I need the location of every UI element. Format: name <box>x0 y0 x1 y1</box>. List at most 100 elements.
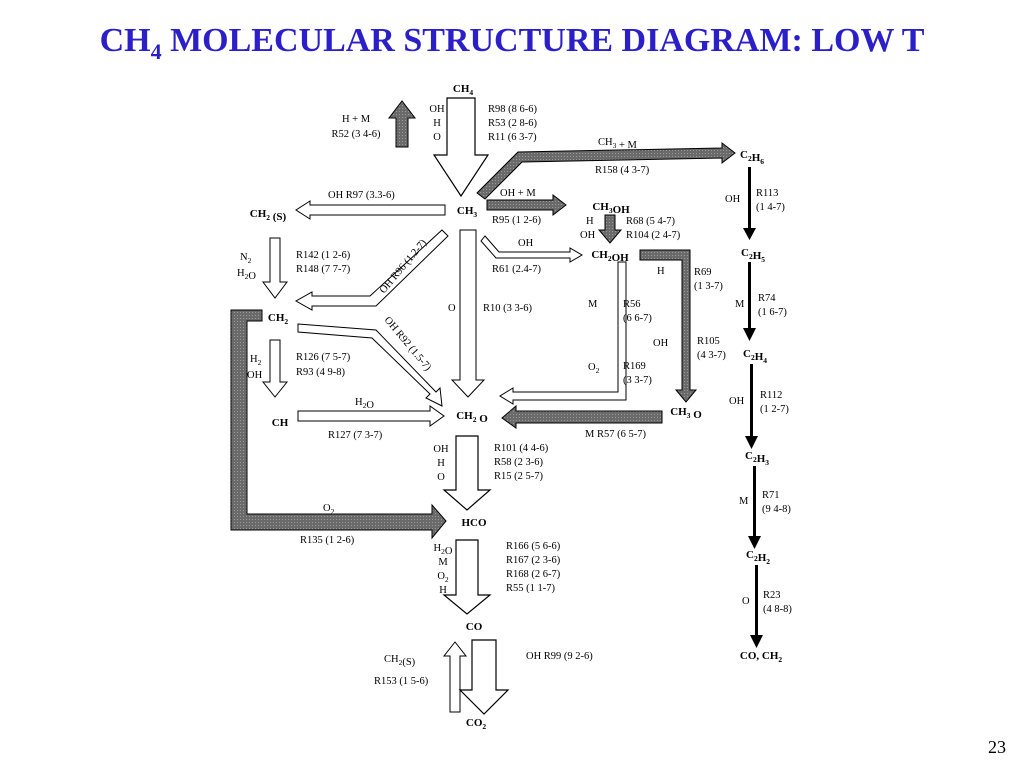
label-hco-rate: R168 (2 6-7) <box>506 569 561 580</box>
label-hco-reactant: H <box>439 585 447 596</box>
arrow-ch3-ch2 <box>294 229 449 311</box>
species-ch3oh: CH3OH <box>592 201 630 216</box>
arrow-co2-co <box>442 641 468 713</box>
label-hco-rate: R55 (1 1-7) <box>506 583 555 594</box>
title-rest: MOLECULAR STRUCTURE DIAGRAM: LOW T <box>161 22 925 59</box>
label-r69: R69 <box>694 267 712 278</box>
species-ch2oh: CH2OH <box>591 249 629 264</box>
species-c2h6: C2H6 <box>740 149 764 166</box>
label-r112: R112 <box>760 390 782 401</box>
species-co2: CO2 <box>466 717 487 731</box>
slide-title: CH4 MOLECULAR STRUCTURE DIAGRAM: LOW T <box>0 22 1024 65</box>
label-r23: (4 8-8) <box>763 604 792 615</box>
label-ch2o-rate: R15 (2 5-7) <box>494 471 543 482</box>
label-r126: R126 (7 5-7) <box>296 352 351 363</box>
label-oh-r112: OH <box>729 396 745 407</box>
label-r135: R135 (1 2-6) <box>300 535 355 546</box>
label-oh-r113: OH <box>725 194 741 205</box>
label-h2o-b: H2O <box>355 397 374 411</box>
arrow-ch4-ch3 <box>432 97 490 198</box>
arrow-hco-co <box>442 539 492 615</box>
label-ch2o-reactant: O <box>437 472 445 483</box>
species-ch2o: CH2 O <box>456 410 488 425</box>
label-r56: R56 <box>623 299 641 310</box>
label-r113: (1 4-7) <box>756 202 785 213</box>
label-r10: R10 (3 3-6) <box>483 303 532 314</box>
arrow-ch2-ch2o <box>297 323 443 407</box>
label-r169: (3 3-7) <box>623 375 652 386</box>
label-ch2o-reactant: OH <box>433 444 449 455</box>
label-ch3-m: CH3 + M <box>598 137 638 151</box>
label-hco-rate: R167 (2 3-6) <box>506 555 561 566</box>
species-c2h4: C2H4 <box>743 348 767 365</box>
label-r105: R105 <box>697 336 720 347</box>
species-hco: HCO <box>461 517 487 529</box>
label-hco-reactant: O2 <box>437 571 449 584</box>
label-r52: R52 (3 4-6) <box>332 129 381 140</box>
label-r105: (4 3-7) <box>697 350 726 361</box>
label-ch4-reactant: O <box>433 132 441 143</box>
species-c2h3: C2H3 <box>745 450 769 467</box>
label-ch4-rate: R98 (8 6-6) <box>488 104 537 115</box>
label-n2: N2 <box>240 252 252 265</box>
label-m-r56: M <box>588 299 598 310</box>
label-r93: R93 (4 9-8) <box>296 367 345 378</box>
label-ch3oh-h: H <box>586 216 594 227</box>
label-oh-r99: OH R99 (9 2-6) <box>526 651 593 662</box>
label-r61: R61 (2.4-7) <box>492 264 541 275</box>
species-ch3o: CH3 O <box>670 406 702 421</box>
species-ch: CH <box>272 417 289 429</box>
label-r71: (9 4-8) <box>762 504 791 515</box>
label-h-m: H + M <box>342 114 371 125</box>
label-ch2o-rate: R101 (4 4-6) <box>494 443 549 454</box>
label-r104: R104 (2 4-7) <box>626 230 681 241</box>
label-oh-b: OH <box>247 370 263 381</box>
label-m-r57: M R57 (6 5-7) <box>585 429 646 440</box>
arrow-ch3-c2h6 <box>476 141 736 200</box>
label-m-r71: M <box>739 496 749 507</box>
label-oh-r105: OH <box>653 338 669 349</box>
label-r112: (1 2-7) <box>760 404 789 415</box>
species-c2h2: C2H2 <box>746 549 770 566</box>
label-o2-r169: O2 <box>588 362 600 375</box>
label-r74: R74 <box>758 293 776 304</box>
label-hco-reactant: H2O <box>434 543 453 557</box>
label-ch2o-rate: R58 (2 3-6) <box>494 457 543 468</box>
label-r113: R113 <box>756 188 778 199</box>
label-oh-r96: OH R96 (1.2-7) <box>378 237 430 296</box>
species-co-ch2: CO, CH2 <box>740 650 783 664</box>
label-r69: (1 3-7) <box>694 281 723 292</box>
label-r56: (6 6-7) <box>623 313 652 324</box>
label-ch4-rate: R53 (2 8-6) <box>488 118 537 129</box>
arrow-ch2oh-ch2o <box>499 261 627 405</box>
label-hco-rate: R166 (5 6-6) <box>506 541 561 552</box>
label-r71: R71 <box>762 490 780 501</box>
label-h-r69: H <box>657 266 665 277</box>
label-ch4-rate: R11 (6 3-7) <box>488 132 537 143</box>
arrow-ch3-ch3oh <box>486 193 567 217</box>
label-r74: (1 6-7) <box>758 307 787 318</box>
arrow-ch2oh-ch3o <box>639 249 698 403</box>
species-ch2: CH2 <box>268 312 289 326</box>
arrow-ch-ch2o <box>297 405 445 427</box>
label-r127: R127 (7 3-7) <box>328 430 383 441</box>
species-ch4: CH4 <box>453 83 474 97</box>
c2-chain-arrows <box>743 167 763 648</box>
arrow-ch3-ch2s <box>295 200 446 220</box>
label-r153: R153 (1 5-6) <box>374 676 429 687</box>
arrow-ch2-hco <box>230 309 447 540</box>
label-r158: R158 (4 3-7) <box>595 165 650 176</box>
label-r95: R95 (1 2-6) <box>492 215 541 226</box>
species-ch3: CH3 <box>457 205 478 219</box>
label-r68: R68 (5 4-7) <box>626 216 675 227</box>
label-oh-r61: OH <box>518 238 534 249</box>
arrow-ch3oh-ch2oh <box>597 214 623 244</box>
label-h2: H2 <box>250 354 262 367</box>
label-r148: R148 (7 7-7) <box>296 264 351 275</box>
title-prefix: CH <box>99 22 151 59</box>
label-oh-r97: OH R97 (3.3-6) <box>328 190 395 201</box>
arrow-r52-up <box>387 100 417 148</box>
label-o-mid: O <box>448 303 456 314</box>
